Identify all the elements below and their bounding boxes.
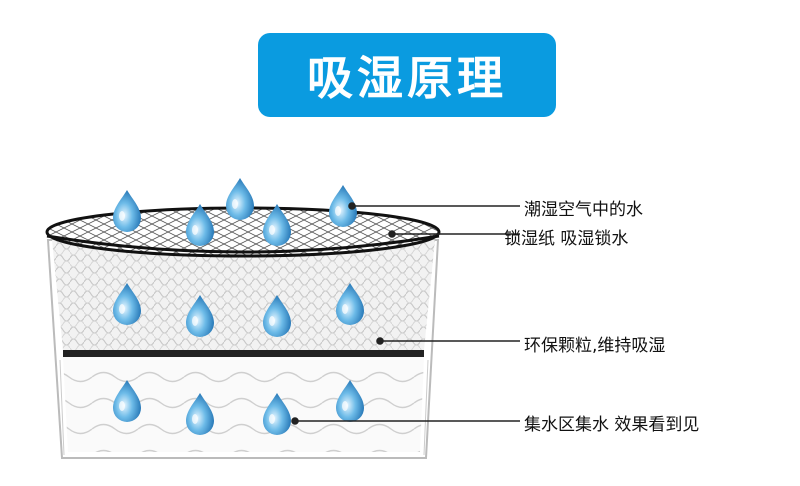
- container-body: [48, 240, 438, 458]
- label-granules: 环保颗粒,维持吸湿: [524, 331, 665, 356]
- label-humid-air-water: 潮湿空气中的水: [524, 195, 643, 220]
- separator-layer: [63, 350, 424, 357]
- label-collection-zone: 集水区集水 效果看到见: [524, 410, 699, 435]
- label-lock-paper: 锁湿纸 吸湿锁水: [504, 224, 628, 249]
